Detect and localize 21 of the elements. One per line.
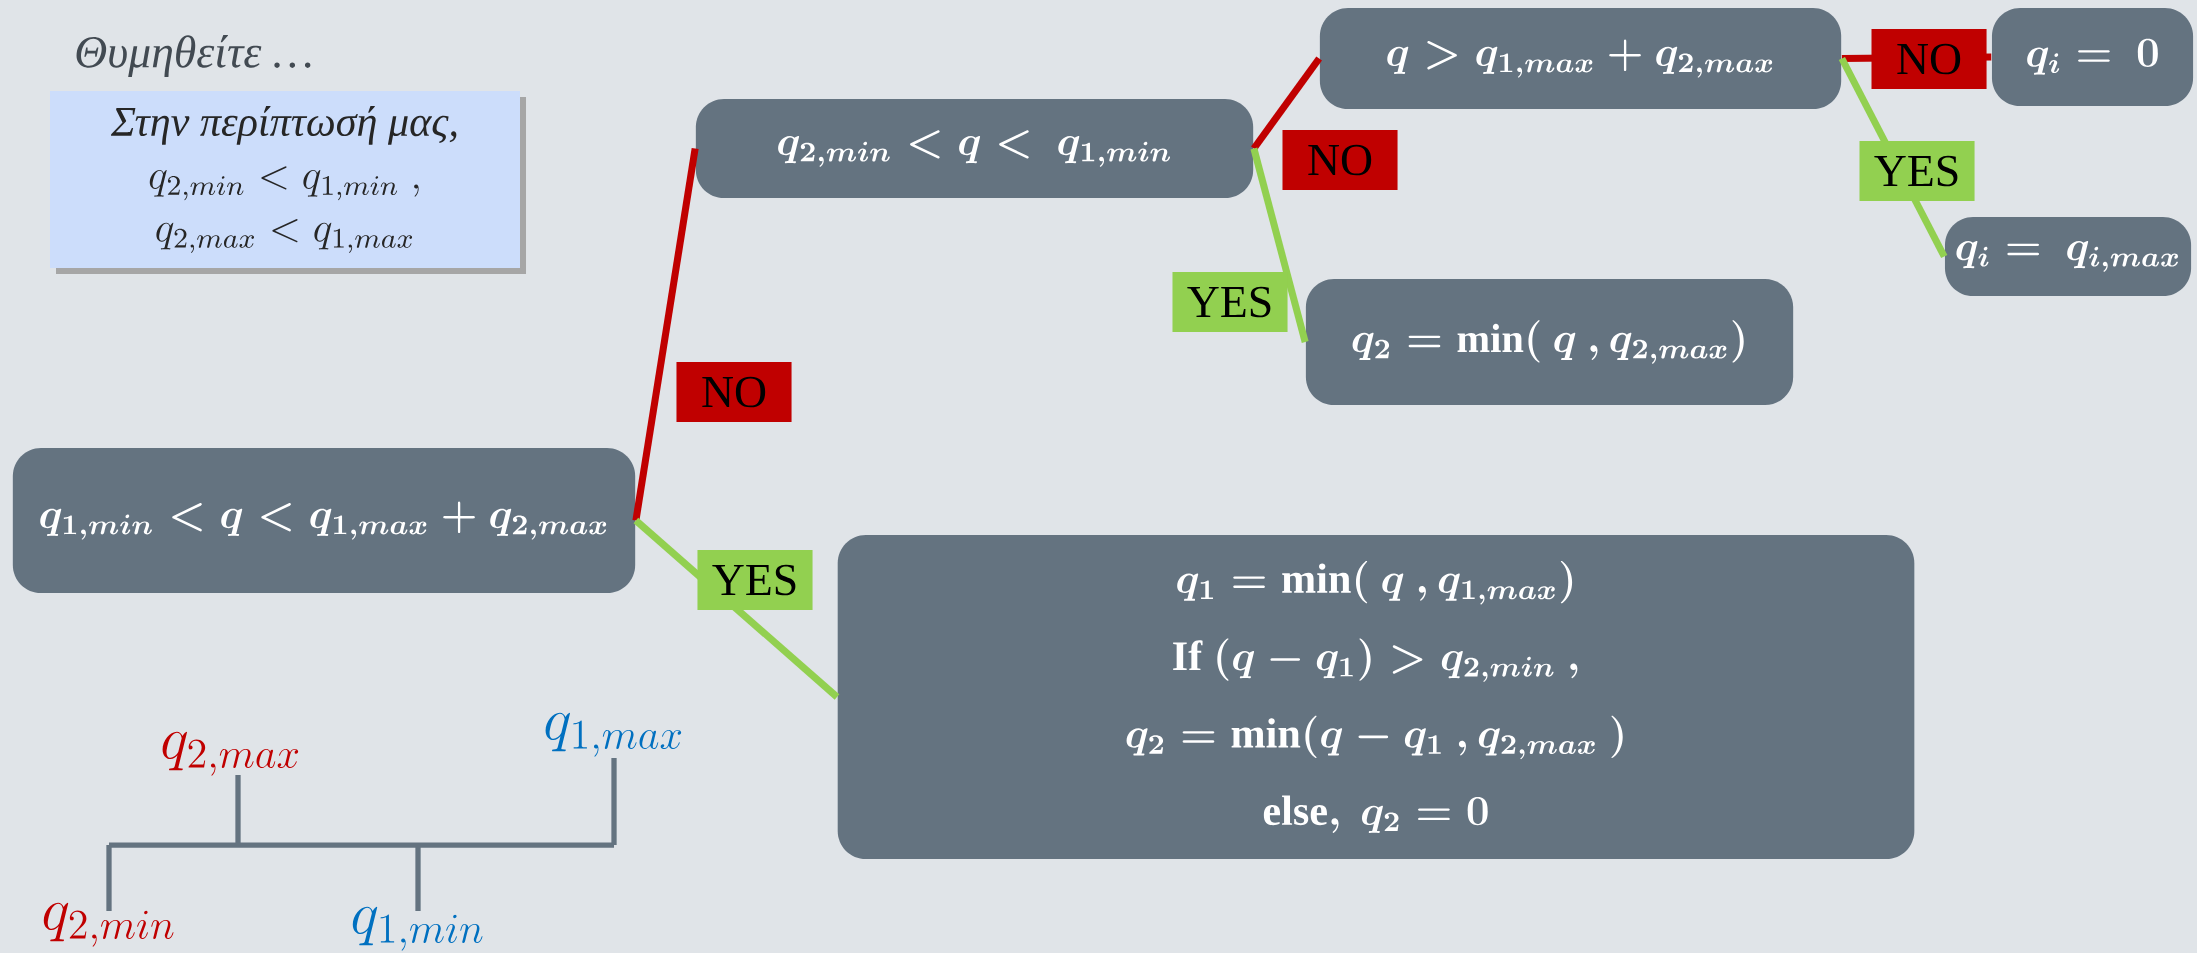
edge-label: YES [1172, 272, 1288, 332]
branch-line [1251, 56, 1322, 151]
condition-box: $q_{1,min} < q < q_{1,max} + q_{2,max}$ [12, 447, 636, 594]
axis-label: $q_{1,min}$ [352, 906, 483, 951]
result-box: $q_2 = \min(\ q\ , q_{2,max})$ [1305, 278, 1794, 406]
result-box: $q_i =\ q_{i,max}$ [1944, 217, 2192, 297]
axis-label: $q_{2,max}$ [162, 731, 299, 776]
edge-label: NO [1282, 130, 1398, 191]
condition-box: $q_{2,min} < q <\ q_{1,min}$ [695, 98, 1254, 199]
note-box: Στην περίπτωσή μας, $q_{2,min} < q_{1,min}\ ,$ $q_{2,max} < q_{1,max}$ [50, 91, 526, 274]
branch-line [632, 147, 699, 522]
edge-label: YES [697, 550, 813, 610]
axis-label: $q_{2,min}$ [43, 902, 174, 947]
branch-line [1250, 147, 1309, 343]
edge-label: NO [1871, 29, 1987, 89]
condition-box: $q > q_{1,max} + q_{2,max}$ [1319, 7, 1842, 110]
edge-label: YES [1859, 141, 1975, 201]
result-box: $q_i =\ 0$ [1991, 7, 2194, 107]
edge-label: NO [676, 362, 792, 422]
result-box: $q_1 = \min(\ q\ , q_{1,max})$ $\mathrm{If}\ (q - q_1) > q_{2,min}\ ,$ $q_2 = \min(q - q_1\ , q_{2,max}\ )$ $\mathrm{else},\ q_2 = 0$ [837, 534, 1915, 860]
axis-label: $q_{1,max}$ [545, 712, 682, 757]
